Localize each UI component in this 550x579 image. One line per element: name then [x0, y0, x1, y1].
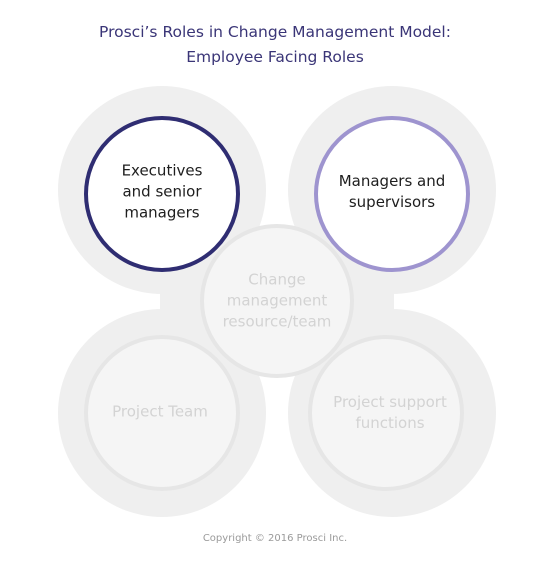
change-management-label-line-1: Change — [248, 270, 306, 289]
project-support-circle — [308, 335, 464, 491]
executives-label-line-3: managers — [124, 203, 200, 222]
change-management-circle — [200, 224, 354, 378]
managers-label-line-1: Managers and — [338, 172, 446, 190]
change-management-label-line-2: management — [226, 291, 328, 310]
managers-label: Managers and supervisors — [312, 171, 472, 213]
executives-label: Executives and senior managers — [82, 161, 242, 224]
copyright-notice: Copyright © 2016 Prosci Inc. — [202, 533, 348, 544]
executives-circle — [84, 116, 240, 272]
executives-label-line-2: and senior — [122, 182, 202, 201]
managers-circle — [314, 116, 470, 272]
title-line-2: Employee Facing Roles — [186, 48, 364, 66]
project-support-label: Project support functions — [310, 392, 470, 434]
project-support-label-line-2: functions — [355, 414, 425, 432]
change-management-label-line-3: resource/team — [222, 312, 332, 331]
project-team-label-line-1: Project Team — [112, 402, 208, 421]
project-team-label: Project Team — [80, 402, 240, 423]
managers-label-line-2: supervisors — [348, 193, 436, 211]
title-line-1: Prosci’s Roles in Change Management Mode… — [99, 23, 451, 41]
change-management-label: Change management resource/team — [197, 270, 357, 333]
executives-label-line-1: Executives — [121, 161, 203, 180]
project-support-label-line-1: Project support — [333, 393, 447, 411]
project-team-circle — [84, 335, 240, 491]
diagram-title: Prosci’s Roles in Change Management Mode… — [0, 20, 550, 70]
